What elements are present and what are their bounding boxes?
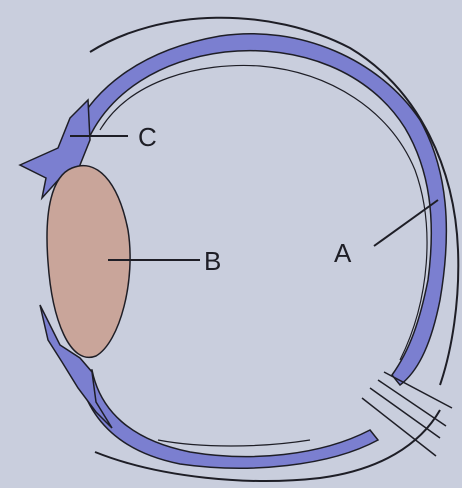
label-a: A [334,238,352,268]
label-c: C [138,122,157,152]
label-b: B [204,246,221,276]
